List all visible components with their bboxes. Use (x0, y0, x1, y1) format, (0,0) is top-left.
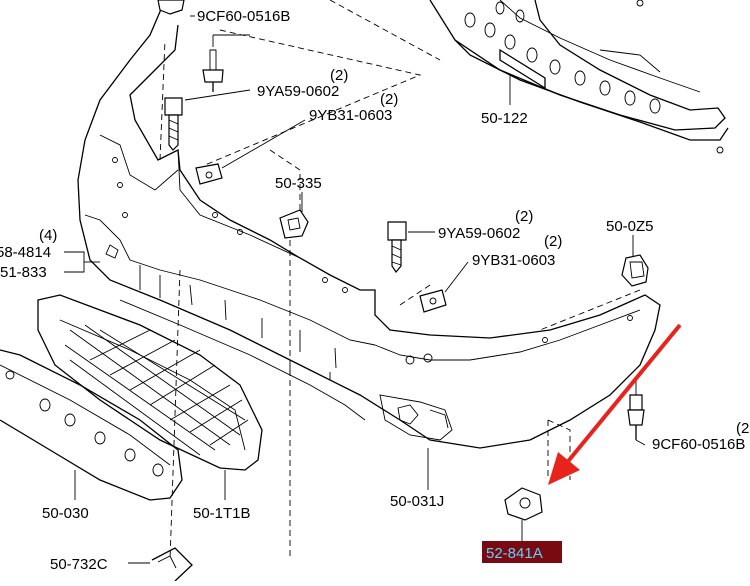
label-bracket: 50-335 (275, 175, 322, 192)
leader-middle-washer (444, 261, 469, 293)
label-right-clip: 9CF60-0516B (652, 436, 745, 453)
qty-top-washer: (2) (380, 91, 398, 108)
bracket-icon (279, 209, 309, 239)
bracket-left (64, 251, 85, 273)
red-arrow-icon (548, 323, 682, 485)
reference-lines (159, 0, 641, 561)
top-bolt-icon (164, 97, 183, 151)
label-top-washer: 9YB31-0603 (309, 107, 392, 124)
label-bottom-left: 50-732C (50, 556, 108, 573)
grille-part (37, 294, 263, 471)
qty-middle-washer: (2) (544, 233, 562, 250)
label-left-1: 58-4814 (0, 244, 51, 261)
label-top-bolt: 9YA59-0602 (257, 83, 339, 100)
lower-bar-part (0, 349, 183, 501)
leader-right-clip (635, 439, 646, 446)
qty-right-clip: (2 (736, 420, 749, 437)
leader-top-bolt (184, 89, 251, 101)
label-bumper: 50-031J (390, 493, 444, 510)
bumper-cover (77, 0, 661, 449)
label-nut: 50-0Z5 (606, 218, 654, 235)
label-left-2: 51-833 (0, 264, 47, 281)
highlighted-label-box[interactable]: 52-841A (482, 541, 562, 563)
label-middle-bolt: 9YA59-0602 (438, 225, 520, 242)
middle-bolt-icon (387, 221, 407, 274)
bottom-bracket-part (151, 547, 193, 582)
top-clip-icon (157, 0, 185, 15)
label-absorber: 50-122 (481, 110, 528, 127)
middle-washer-icon (419, 289, 447, 313)
absorber-part (429, 0, 729, 154)
qty-left: (4) (39, 227, 57, 244)
right-clip-icon (627, 380, 645, 440)
nut-icon (621, 254, 649, 287)
label-reinforcement: 50-1T1B (193, 505, 251, 522)
qty-middle-bolt: (2) (515, 208, 533, 225)
qty-top-bolt: (2) (330, 67, 348, 84)
label-top-clip: 9CF60-0516B (197, 8, 290, 25)
leader-top-washer (221, 119, 306, 169)
label-highlighted-part: 52-841A (486, 545, 543, 562)
highlighted-clip-icon (504, 487, 543, 521)
top-washer-icon (195, 163, 223, 185)
label-middle-washer: 9YB31-0603 (472, 252, 555, 269)
small-screw-icon (202, 34, 250, 92)
label-grille: 50-030 (42, 505, 89, 522)
